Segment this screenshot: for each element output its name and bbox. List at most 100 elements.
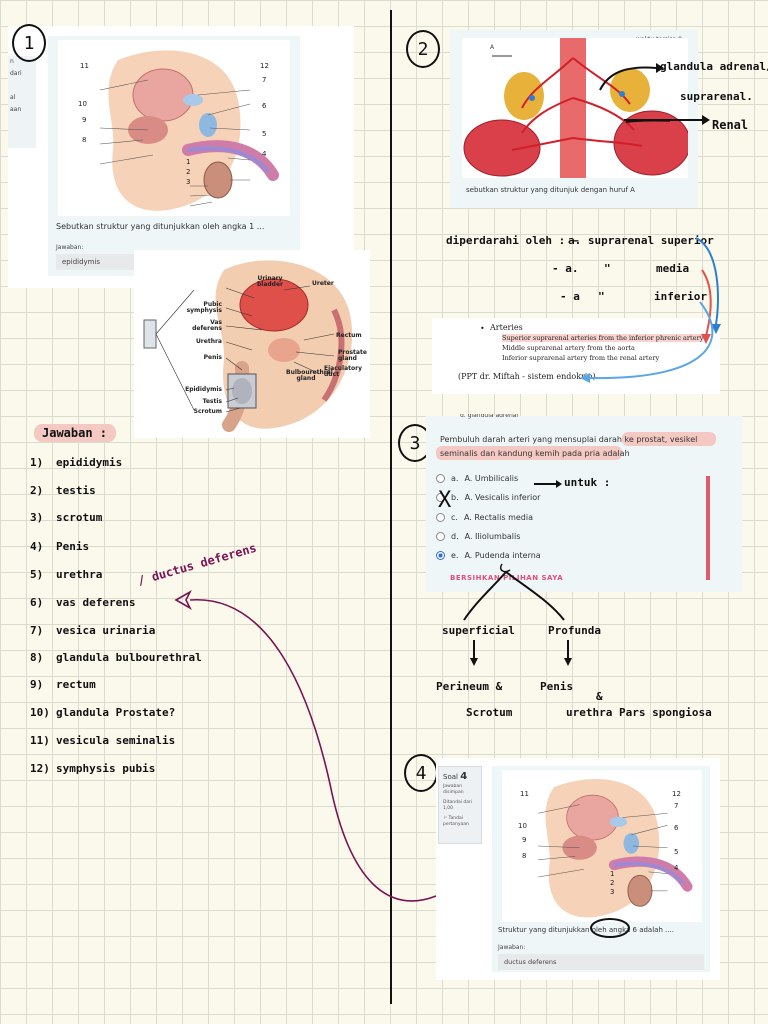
q3-radio-b[interactable] bbox=[436, 493, 445, 502]
q3-left-scrotum: Scrotum bbox=[466, 706, 513, 719]
q3-branch-superficial: superficial bbox=[442, 624, 515, 637]
ref-label-bulbourethral-gland: Bulbourethral gland bbox=[286, 369, 333, 382]
q2-supply-3a: - a bbox=[560, 290, 580, 303]
q4-fig-num-8: 8 bbox=[522, 852, 527, 860]
q3-option-d[interactable]: d. A. Iliolumbalis bbox=[436, 532, 520, 541]
q3-question: Pembuluh darah arteri yang mensuplai dar… bbox=[440, 435, 698, 458]
q1-side-cut: n dari al aan bbox=[8, 56, 36, 148]
answer-6-correction: / ductus deferens bbox=[136, 540, 259, 588]
q4-question: Struktur yang ditunjukkan oleh angka 6 a… bbox=[498, 926, 675, 934]
q1-fig-num-2: 2 bbox=[186, 168, 191, 176]
ref-anatomy-figure bbox=[143, 260, 353, 432]
ref-label-pubic-symphysis: Pubic symphysis bbox=[186, 301, 222, 314]
q3-radio-c[interactable] bbox=[436, 513, 445, 522]
ref-label-scrotum: Scrotum bbox=[193, 408, 222, 415]
answer-n-4: 4) bbox=[30, 540, 44, 553]
q4-anatomy-figure bbox=[502, 770, 702, 922]
q4-fig-num-11: 11 bbox=[520, 790, 529, 798]
q2-supply-media: media bbox=[656, 262, 690, 275]
answer-8: glandula bulbourethral bbox=[56, 651, 202, 664]
answer-n-10: 10) bbox=[30, 706, 50, 719]
answer-n-9: 9) bbox=[30, 678, 44, 691]
q1-answer-label: Jawaban: bbox=[56, 244, 84, 251]
q3-option-e[interactable]: e. A. Pudenda interna bbox=[436, 551, 541, 560]
ref-figure-card: Urinary bladder Ureter Pubic symphysis V… bbox=[134, 250, 370, 438]
q4-fig-num-7: 7 bbox=[674, 802, 679, 810]
q2-adrenal-figure bbox=[462, 38, 688, 178]
answer-n-12: 12) bbox=[30, 762, 50, 775]
q2-supply-inferior: inferior bbox=[654, 290, 707, 303]
marker-2: 2 bbox=[406, 30, 440, 68]
answer-10: glandula Prostate? bbox=[56, 706, 176, 719]
q2-supply-superior: a. suprarenal superior bbox=[568, 234, 714, 247]
q1-question: Sebutkan struktur yang ditunjukkan oleh … bbox=[56, 222, 265, 231]
answer-n-2: 2) bbox=[30, 484, 44, 497]
q1-fig-num-3: 3 bbox=[186, 178, 191, 186]
ref-label-urethra: Urethra bbox=[195, 338, 222, 345]
answers-title: Jawaban : bbox=[42, 426, 108, 440]
q2-ref-item-2: Middle suprarenal artery from the aorta bbox=[502, 344, 635, 352]
q3-option-c[interactable]: c. A. Rectalis media bbox=[436, 513, 533, 522]
q3-radio-e-selected[interactable] bbox=[436, 551, 445, 560]
ref-label-ureter: Ureter bbox=[312, 280, 334, 287]
q3-clear-choice-link[interactable]: BERSIHKAN PILIHAN SAYA bbox=[450, 574, 564, 582]
answer-5: urethra bbox=[56, 568, 103, 581]
q3-scrollbar[interactable] bbox=[706, 476, 710, 580]
q2-supply-2b: " bbox=[604, 262, 611, 275]
answer-n-11: 11) bbox=[30, 734, 50, 747]
q2-letter-a: A bbox=[490, 44, 495, 51]
q1-fig-num-11: 11 bbox=[80, 62, 89, 70]
q2-note-suprarenal: suprarenal. bbox=[680, 90, 753, 103]
ref-label-rectum: Rectum bbox=[336, 332, 362, 339]
q3-radio-d[interactable] bbox=[436, 532, 445, 541]
answer-n-8: 8) bbox=[30, 651, 44, 664]
marker-1: 1 bbox=[12, 24, 46, 62]
q3-left-perineum: Perineum & bbox=[436, 680, 503, 693]
q1-card: n dari al aan 11 12 7 bbox=[8, 26, 354, 288]
q4-answer-field[interactable]: ductus deferens bbox=[498, 954, 704, 970]
answer-12: symphysis pubis bbox=[56, 762, 156, 775]
q2-renal-arrow bbox=[624, 115, 710, 125]
vertical-divider bbox=[390, 10, 392, 1004]
answer-6: vas deferens bbox=[56, 596, 136, 609]
q2-reference-card: • Arteries Superior suprarenal arteries … bbox=[432, 318, 720, 394]
q1-fig-num-9: 9 bbox=[82, 116, 87, 124]
q3-cut-top: d. glandula adrenal bbox=[460, 414, 519, 419]
answer-n-5: 5) bbox=[30, 568, 44, 581]
q2-ref-source: (PPT dr. Miftah - sistem endokrin) bbox=[458, 372, 596, 381]
q3-branch-tree bbox=[463, 563, 572, 666]
q4-fig-num-2: 2 bbox=[610, 879, 615, 887]
q4-fig-num-4: 4 bbox=[674, 864, 679, 872]
q3-mark-x: X bbox=[438, 488, 452, 513]
q4-flag[interactable]: ⚐ Tandai pertanyaan bbox=[443, 816, 469, 827]
q2-card: waktu tersisa 0 A sebutkan struktur yang… bbox=[450, 30, 698, 208]
answer-2: testis bbox=[56, 484, 96, 497]
q4-soal-number: 4 bbox=[460, 771, 468, 782]
answer-3: scrotum bbox=[56, 511, 103, 524]
q3-option-a[interactable]: a. A. Umbilicalis bbox=[436, 474, 518, 483]
ref-label-urinary-bladder: Urinary bladder bbox=[256, 275, 284, 288]
q1-answer-field[interactable]: epididymis bbox=[56, 254, 142, 270]
q3-radio-a[interactable] bbox=[436, 474, 445, 483]
q2-ref-item-1: Superior suprarenal arteries from the in… bbox=[502, 334, 704, 342]
q4-fig-num-3: 3 bbox=[610, 888, 615, 896]
answer-n-1: 1) bbox=[30, 456, 44, 469]
answer-n-6: 6) bbox=[30, 596, 44, 609]
q3-note-untuk: untuk : bbox=[564, 476, 611, 489]
q2-supply-prefix: diperdarahi oleh : — bbox=[446, 234, 579, 247]
q2-ref-item-3: Inferior suprarenal artery from the rena… bbox=[502, 354, 660, 362]
q3-right-penis: Penis bbox=[540, 680, 574, 693]
q2-ref-bullet: • bbox=[480, 324, 485, 333]
answers-title-highlight bbox=[34, 424, 116, 442]
q4-info-panel: Soal 4 Jawaban disimpan Ditandai dari 1,… bbox=[438, 766, 482, 844]
q3-option-b[interactable]: b. A. Vesicalis inferior bbox=[436, 493, 540, 502]
answer-9: rectum bbox=[56, 678, 96, 691]
q3-question-highlight-2 bbox=[436, 446, 622, 460]
q2-question: sebutkan struktur yang ditunjuk dengan h… bbox=[466, 186, 635, 194]
ref-label-prostate-gland: Prostate gland bbox=[338, 349, 367, 362]
q4-fig-num-12: 12 bbox=[672, 790, 681, 798]
q4-fig-num-1: 1 bbox=[610, 870, 615, 878]
q4-status: Jawaban disimpan bbox=[443, 784, 464, 795]
q3-card: d. glandula adrenal Pembuluh darah arter… bbox=[426, 414, 742, 592]
q4-fig-num-6: 6 bbox=[674, 824, 679, 832]
